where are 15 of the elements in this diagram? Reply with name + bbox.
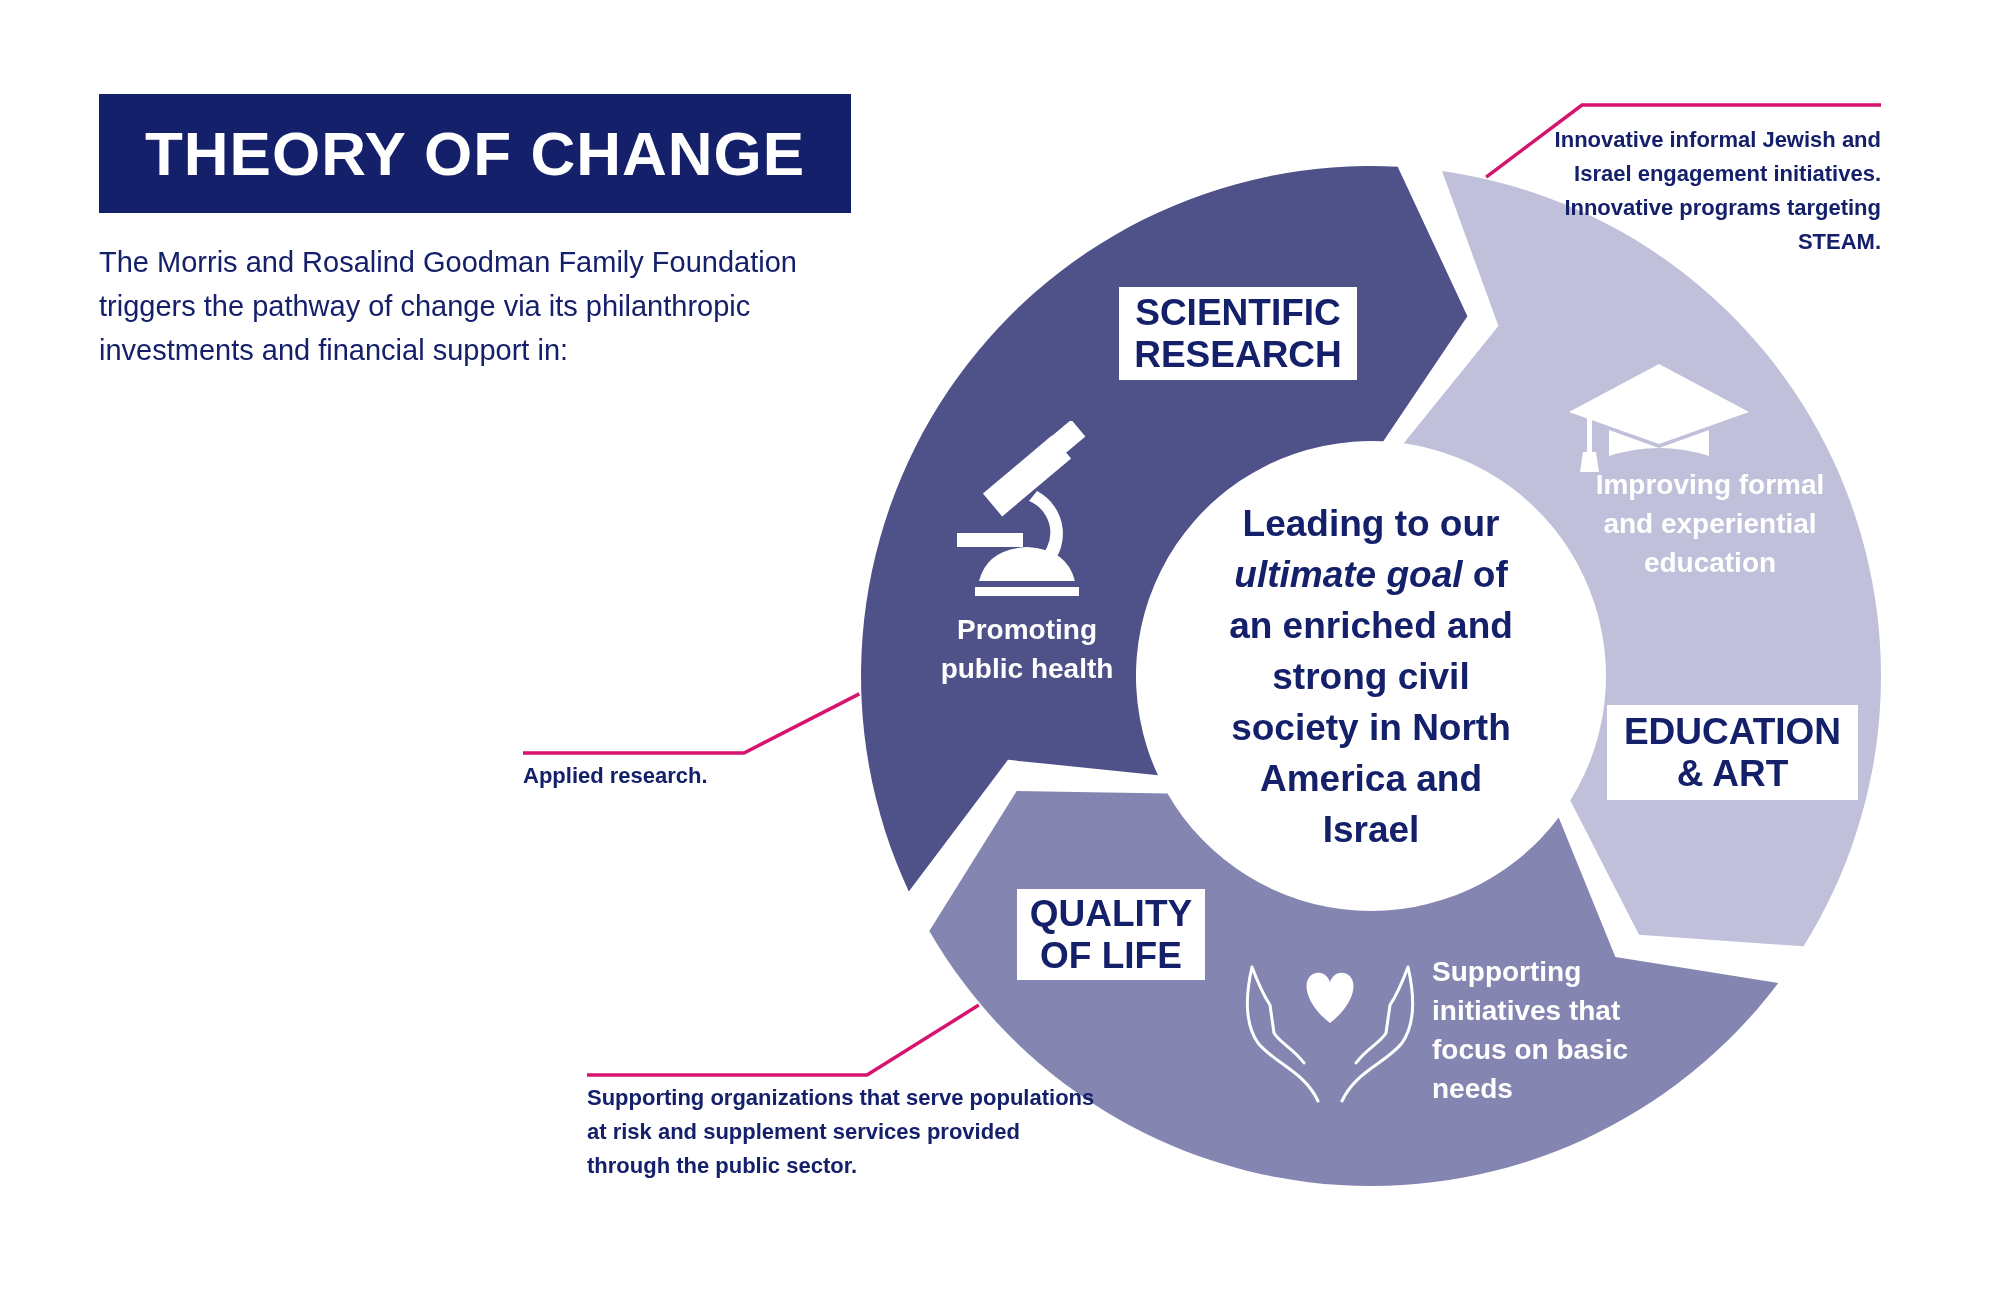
segment-text: Improving formal and experiential education	[1594, 468, 1826, 580]
goal-text: Leading to our ultimate goal of an enriched and strong civil society in North America and Israel	[1228, 501, 1514, 852]
title-banner: THEORY OF CHANGE	[99, 94, 851, 213]
callout-text: Applied research.	[523, 762, 709, 790]
callout-text: Innovative informal Jewish and Israel engagement initiatives. Innovative programs targeting STEAM.	[1553, 126, 1881, 256]
leader-line	[1485, 103, 1881, 179]
leader-line	[523, 692, 861, 755]
callout-text: Supporting organizations that serve populations at risk and supplement services provided through the public sector.	[587, 1084, 1096, 1180]
leader-line	[587, 1003, 980, 1077]
segment-heading: QUALITY OF LIFE	[1017, 889, 1205, 980]
intro-text: The Morris and Rosalind Goodman Family Foundation triggers the pathway of change via its philanthropic investments and financial support in:	[99, 245, 798, 368]
segment-heading: SCIENTIFIC RESEARCH	[1119, 287, 1357, 380]
segment-heading: EDUCATION & ART	[1607, 705, 1858, 800]
segment-text: Promoting public health	[939, 613, 1115, 686]
segment-text: Supporting initiatives that focus on basic needs	[1432, 955, 1630, 1106]
